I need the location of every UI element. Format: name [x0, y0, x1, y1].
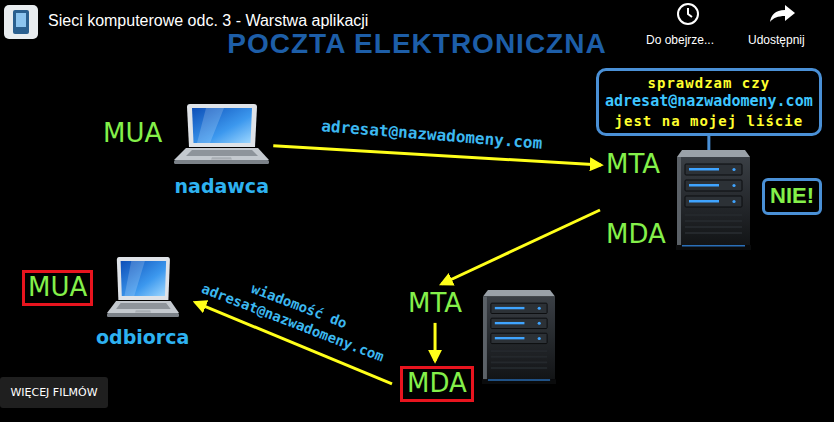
agent-node: MTA [408, 289, 462, 319]
label-holder: Sieci komputerowe odc. 3 - Warstwa aplik… [48, 11, 368, 30]
more-videos-button [0, 377, 108, 408]
sender-computer: MUA nadawca [103, 103, 269, 198]
laptop-illustration [174, 103, 269, 165]
agent-label: MUA [103, 119, 162, 149]
callout-text: sprawdzam czy [648, 74, 771, 92]
answer-box: NIE! [762, 178, 822, 215]
highlight-box: MUA [22, 270, 93, 306]
agent-label: MUA [28, 273, 87, 303]
title-holder: POCZTA ELEKTRONICZNA [180, 30, 654, 58]
button-caption: Udostępnij [748, 33, 805, 47]
flow-arrow [434, 323, 437, 361]
clock-face [678, 4, 698, 24]
video-title: Sieci komputerowe odc. 3 - Warstwa aplik… [48, 11, 368, 30]
label-holder: Do obejrze... [646, 33, 714, 47]
callout-box: sprawdzam czyadresat@nazwadomeny.comjest… [596, 68, 822, 136]
button-caption: WIĘCEJ FILMÓW [0, 386, 108, 399]
label-holder: Udostępnij [748, 33, 805, 47]
edge-label-holder: adresat@nazwadomeny.com [321, 116, 543, 153]
role-caption: odbiorca [96, 326, 189, 349]
flow-arrow [273, 146, 601, 165]
agent-label: MDA [606, 220, 666, 250]
channel-icon-frame [4, 5, 38, 39]
label-holder: WIĘCEJ FILMÓW [0, 386, 108, 399]
receiver-computer: odbiorca [96, 256, 189, 349]
server-illustration [676, 150, 751, 250]
highlight-box: MDA [400, 366, 474, 402]
share-icon [770, 5, 795, 22]
channel-icon-device [13, 10, 29, 34]
agent-label: MTA [408, 289, 462, 319]
channel-icon [4, 5, 38, 39]
button-caption: Do obejrze... [646, 33, 714, 47]
slide-title: POCZTA ELEKTRONICZNA [180, 30, 654, 58]
flow-arrow [442, 210, 600, 284]
agent-label: MDA [407, 369, 467, 399]
callout-leader [707, 136, 710, 150]
callout-text: jest na mojej liście [615, 112, 804, 130]
server-illustration [482, 290, 556, 384]
channel-icon-screen [16, 13, 26, 27]
role-caption: nadawca [175, 175, 269, 198]
laptop-illustration [107, 256, 179, 318]
edge-label: adresat@nazwadomeny.com [321, 116, 543, 153]
callout-address: adresat@nazwadomeny.com [605, 92, 813, 112]
server-illustration [676, 150, 751, 250]
laptop-illustration [174, 104, 269, 164]
clock-hands [688, 8, 692, 17]
watch-later-icon [678, 4, 698, 24]
answer-text: NIE! [770, 182, 814, 211]
mail-server: MTA MDA [606, 150, 751, 250]
agent-label: MTA [606, 150, 660, 180]
laptop-illustration [107, 257, 179, 317]
